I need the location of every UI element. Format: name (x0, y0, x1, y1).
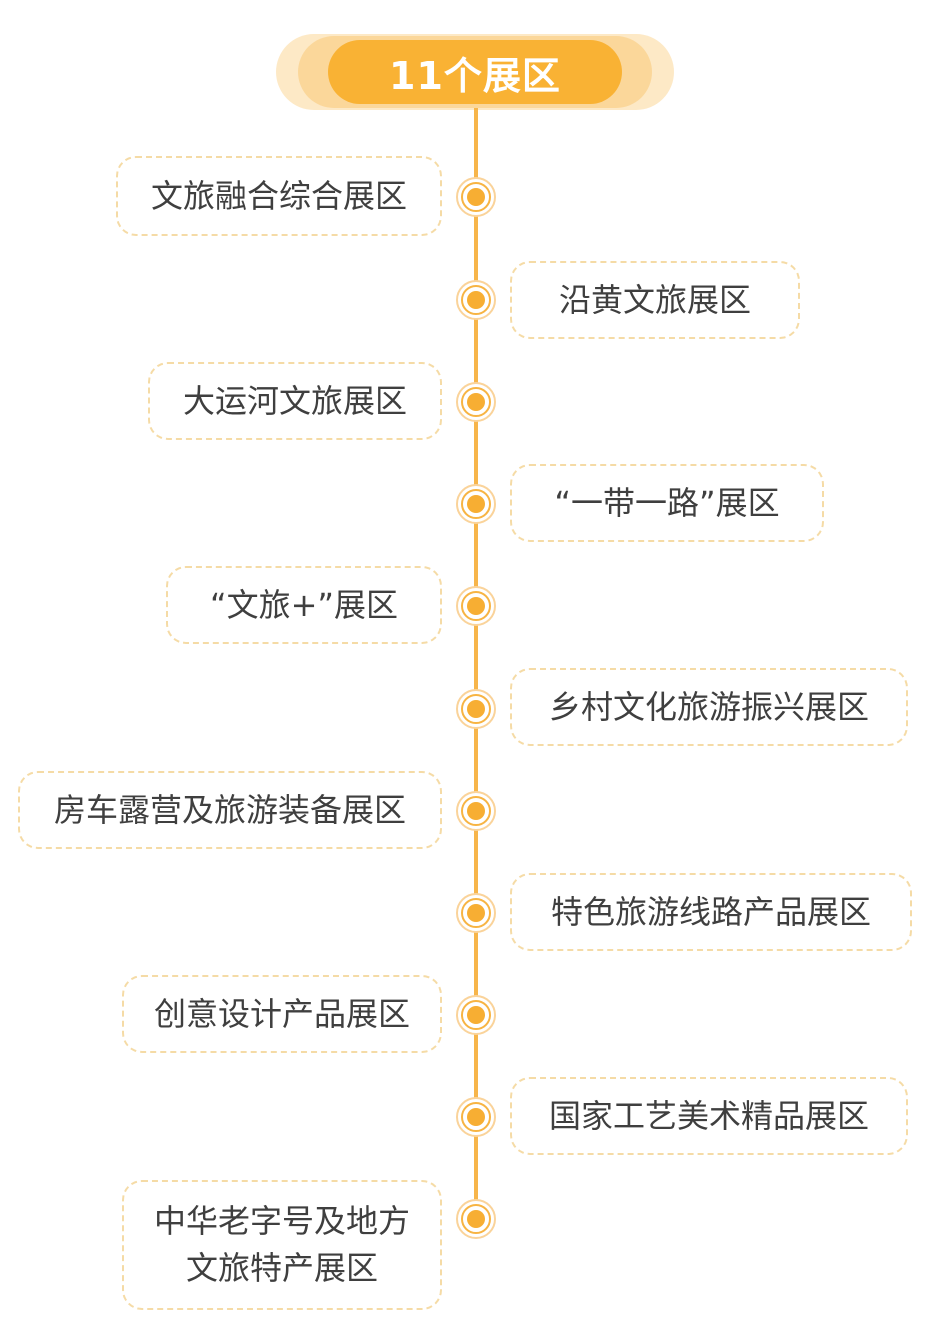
zone-box-10: 国家工艺美术精品展区 (510, 1077, 908, 1155)
zone-label: “文旅+”展区 (210, 585, 398, 624)
diagram-title: 11个展区 (328, 40, 622, 104)
timeline-node-8 (456, 893, 496, 933)
timeline-line (474, 108, 478, 1238)
timeline-node-2 (456, 280, 496, 320)
timeline-node-9 (456, 995, 496, 1035)
zone-box-9: 创意设计产品展区 (122, 975, 442, 1053)
zone-label: 特色旅游线路产品展区 (550, 892, 871, 931)
zone-label: 国家工艺美术精品展区 (548, 1096, 869, 1135)
zone-box-7: 房车露营及旅游装备展区 (18, 771, 442, 849)
timeline-node-11 (456, 1199, 496, 1239)
zone-label: 大运河文旅展区 (182, 381, 407, 420)
title-badge: 11个展区 (276, 34, 674, 110)
zone-label: 文旅融合综合展区 (150, 176, 407, 215)
zone-label: 沿黄文旅展区 (558, 280, 751, 319)
timeline-node-1 (456, 177, 496, 217)
timeline-node-5 (456, 586, 496, 626)
timeline-node-4 (456, 484, 496, 524)
zone-box-8: 特色旅游线路产品展区 (510, 873, 912, 951)
zone-box-5: “文旅+”展区 (166, 566, 442, 644)
zone-label-line-2: 文旅特产展区 (185, 1249, 378, 1287)
timeline-node-10 (456, 1097, 496, 1137)
zone-label: 房车露营及旅游装备展区 (53, 790, 406, 829)
zone-box-3: 大运河文旅展区 (148, 362, 442, 440)
timeline-node-3 (456, 382, 496, 422)
zone-box-2: 沿黄文旅展区 (510, 261, 800, 339)
zone-box-1: 文旅融合综合展区 (116, 156, 442, 236)
zone-label: 创意设计产品展区 (153, 994, 410, 1033)
timeline-node-6 (456, 689, 496, 729)
zone-box-4: “一带一路”展区 (510, 464, 824, 542)
zone-box-11: 中华老字号及地方 文旅特产展区 (122, 1180, 442, 1310)
zone-box-6: 乡村文化旅游振兴展区 (510, 668, 908, 746)
timeline-node-7 (456, 791, 496, 831)
zone-label: “一带一路”展区 (554, 483, 780, 522)
zone-label: 乡村文化旅游振兴展区 (548, 687, 869, 726)
zone-label-line-1: 中华老字号及地方 (153, 1202, 410, 1240)
